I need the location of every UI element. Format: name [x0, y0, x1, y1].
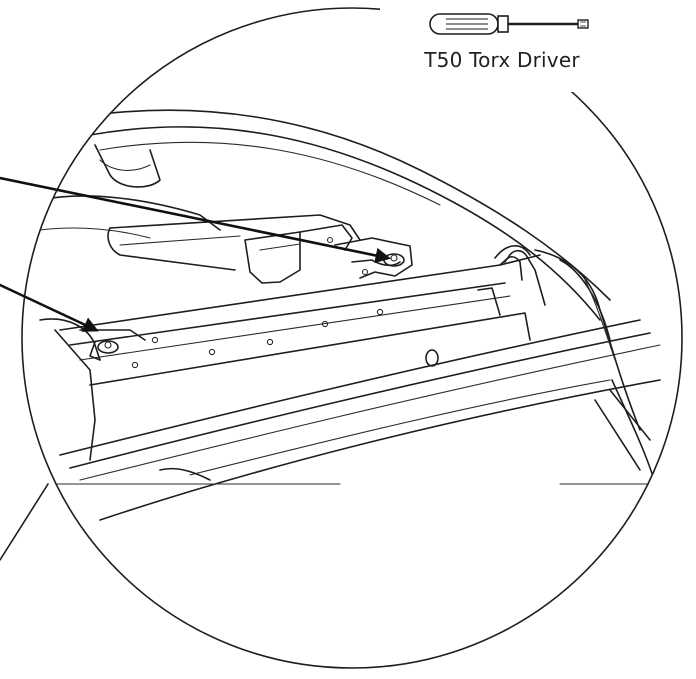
rail-screw [97, 340, 119, 354]
bracket-screw-arrow [0, 176, 392, 264]
detail-leader-line [0, 483, 49, 561]
frame-drawing [39, 109, 681, 521]
tool-legend-box [380, 0, 625, 92]
tool-label: T50 Torx Driver [424, 48, 580, 72]
rail-screw-arrow [0, 283, 99, 332]
torx-screwdriver-icon [429, 13, 589, 35]
mount-bracket-block [244, 231, 301, 284]
detail-circle-outline [21, 7, 683, 669]
